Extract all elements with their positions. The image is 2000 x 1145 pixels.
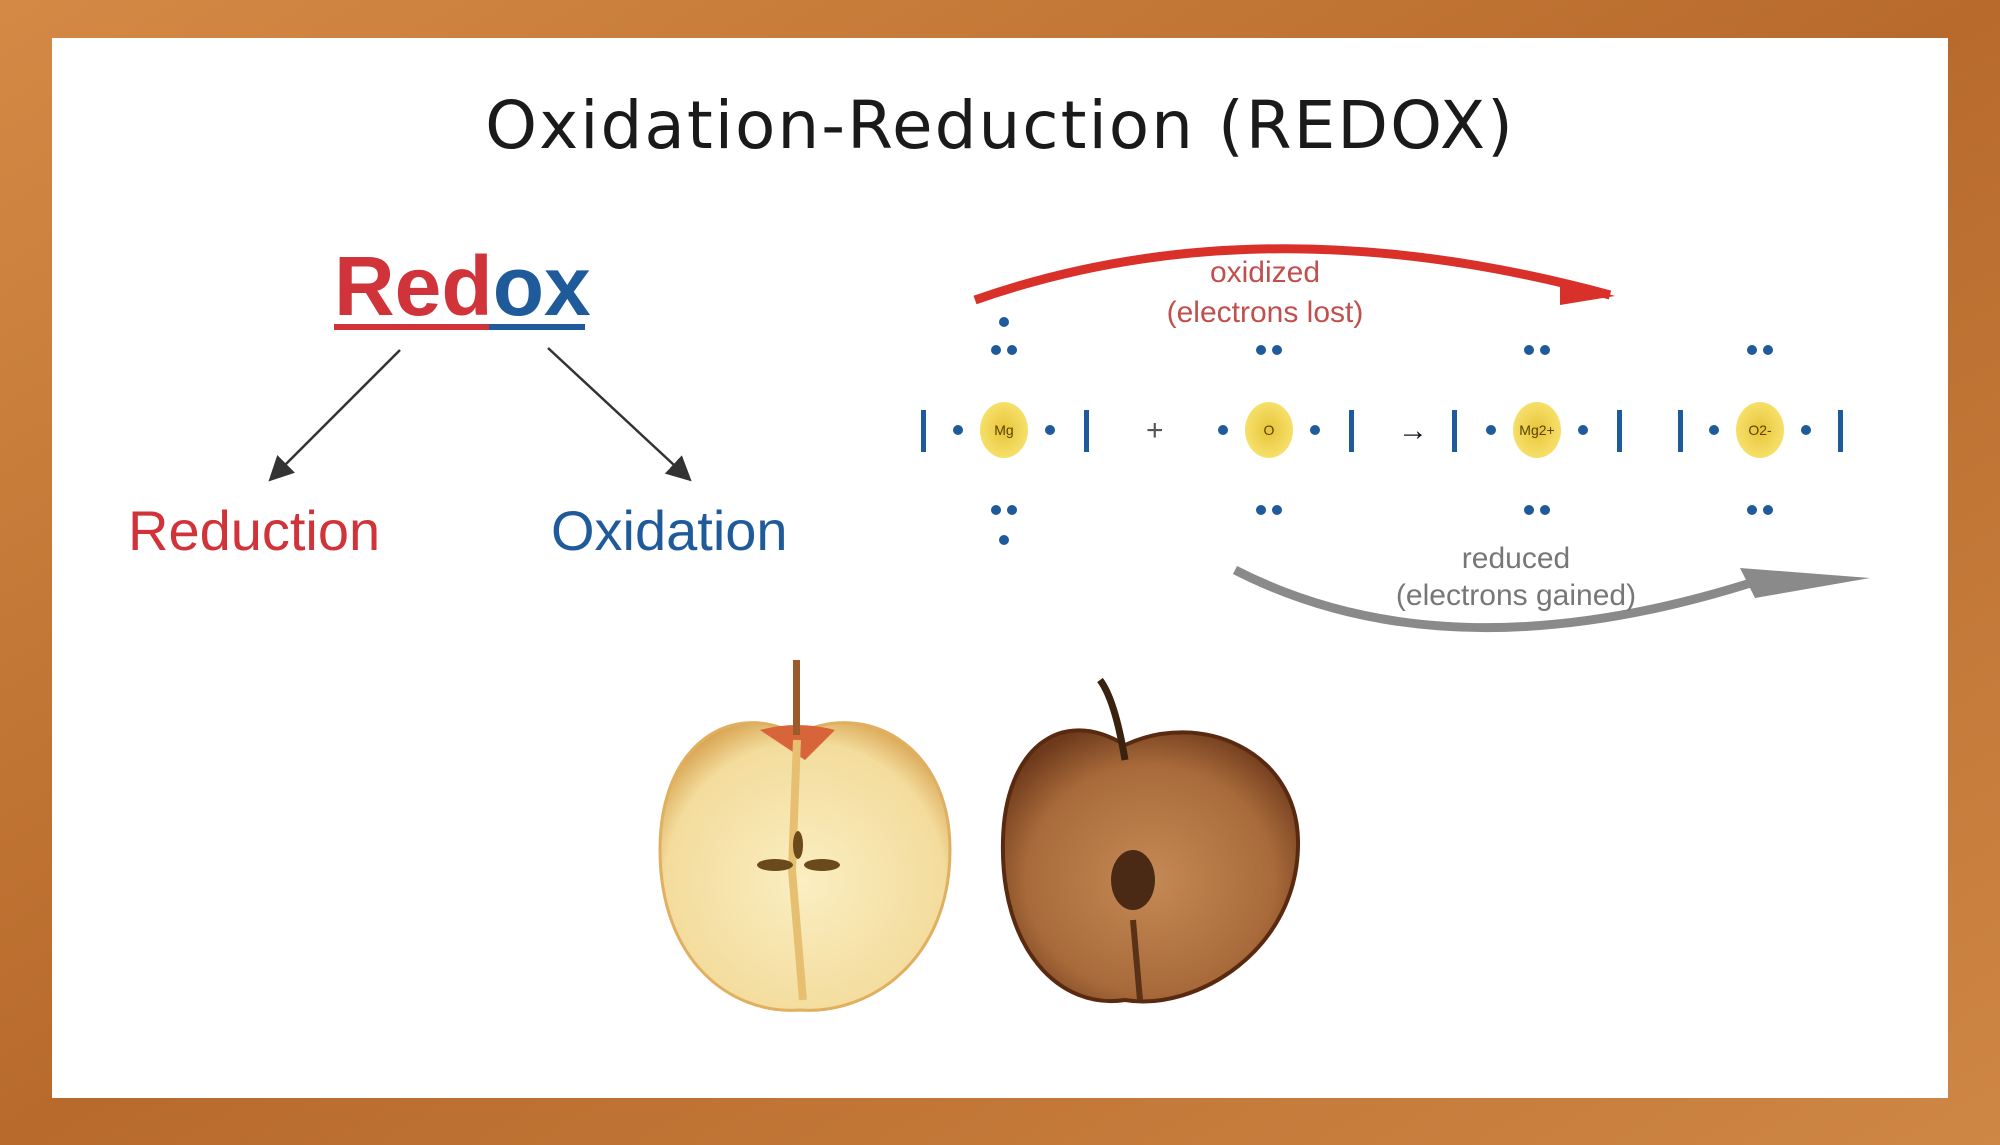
reduced-label: reduced — [1462, 542, 1570, 575]
arrow-to-reduction — [268, 349, 401, 482]
svg-text:Redox: Redox — [334, 239, 591, 333]
red-underline — [334, 324, 489, 330]
arrow-to-oxidation — [547, 347, 692, 482]
oxidized-arrow — [973, 244, 1612, 305]
atom-mg: Mg — [921, 317, 1089, 545]
whiteboard-surface — [52, 38, 1948, 1098]
plus-sign: + — [1146, 414, 1164, 447]
lewis-equation: Mg + O → Mg2+ O2- — [921, 317, 1843, 545]
oxidized-sublabel: (electrons lost) — [1167, 296, 1364, 329]
reduction-label: Reduction — [128, 499, 380, 562]
svg-text:Mg2+: Mg2+ — [1519, 422, 1554, 438]
oxidized-arrowhead — [1560, 280, 1615, 305]
reduced-sublabel: (electrons gained) — [1396, 579, 1636, 612]
atom-o: O — [1218, 345, 1354, 515]
reaction-arrow: → — [1398, 414, 1428, 447]
redox-red-part: Red — [334, 239, 493, 333]
oxidized-apple-image — [1000, 677, 1301, 1004]
fresh-apple-image — [658, 660, 952, 1012]
blue-underline — [489, 324, 585, 330]
svg-text:O2-: O2- — [1748, 422, 1772, 438]
reduced-arrowhead — [1740, 568, 1870, 598]
svg-text:Mg: Mg — [994, 422, 1013, 438]
atom-mg-ion: Mg2+ — [1452, 345, 1622, 515]
redox-word: Redox — [334, 239, 591, 333]
oxidation-label: Oxidation — [551, 499, 788, 562]
reduced-arrow — [1232, 565, 1762, 633]
redox-ox-part: ox — [493, 239, 591, 333]
oxidized-label: oxidized — [1210, 256, 1320, 289]
slide-title: Oxidation-Reduction (REDOX) — [485, 87, 1515, 164]
svg-text:O: O — [1264, 422, 1275, 438]
atom-o-ion: O2- — [1678, 345, 1843, 515]
